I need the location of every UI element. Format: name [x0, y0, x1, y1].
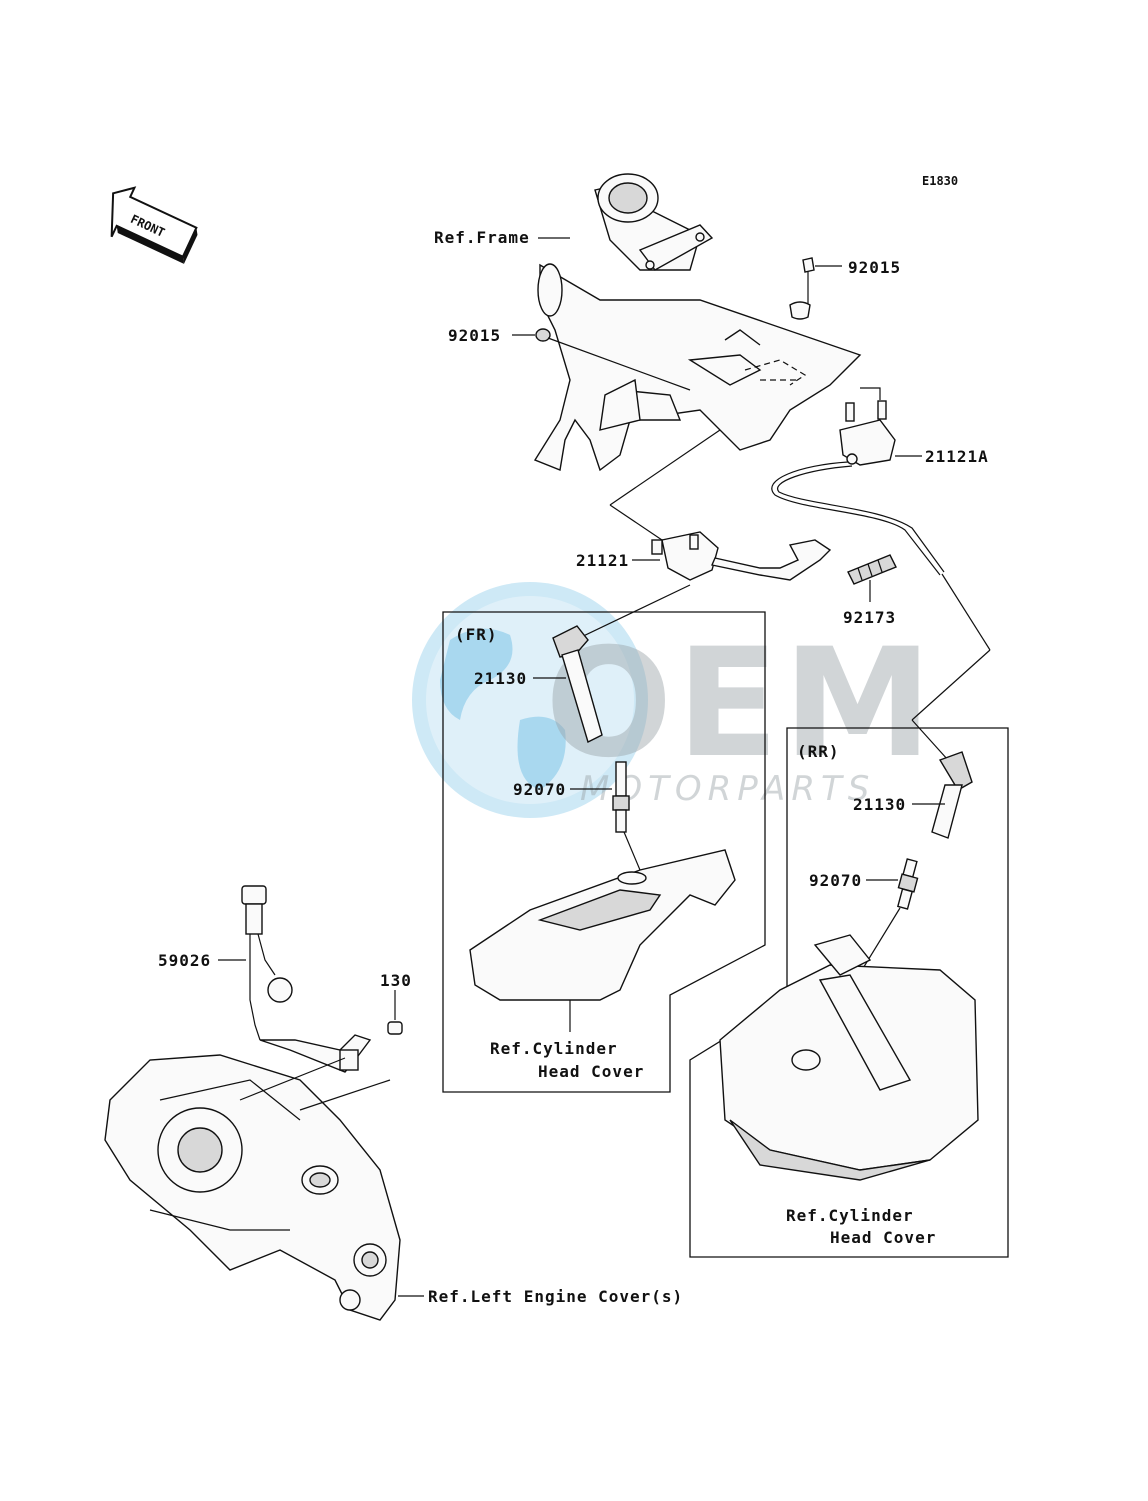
- label-92015-top: 92015: [848, 258, 901, 277]
- left-engine-cover: [104, 1054, 401, 1321]
- sensor-59026: [241, 885, 372, 1073]
- label-ref-cyl-fr-2: Head Cover: [538, 1062, 644, 1081]
- front-arrow-icon: FRONT: [110, 186, 198, 264]
- label-21130-fr: 21130: [474, 669, 527, 688]
- cylinder-head-cover-fr: [469, 849, 736, 1001]
- label-92070-fr: 92070: [513, 780, 566, 799]
- label-ref-cyl-rr-1: Ref.Cylinder: [786, 1206, 914, 1225]
- label-21121A: 21121A: [925, 447, 989, 466]
- label-92070-rr: 92070: [809, 871, 862, 890]
- label-fr: (FR): [455, 625, 498, 644]
- label-ref-cyl-rr-2: Head Cover: [830, 1228, 936, 1247]
- label-130: 130: [380, 971, 412, 990]
- plug-cap-21130-fr: [552, 625, 603, 743]
- diagram-code: E1830: [922, 174, 958, 188]
- label-59026: 59026: [158, 951, 211, 970]
- clamp-92173: [847, 554, 897, 585]
- grommet-92015-top: [802, 257, 815, 273]
- label-92173: 92173: [843, 608, 896, 627]
- plug-cap-21130-rr: [931, 751, 973, 839]
- label-rr: (RR): [797, 742, 840, 761]
- label-92015-left: 92015: [448, 326, 501, 345]
- label-ref-left-engine-cover: Ref.Left Engine Cover(s): [428, 1287, 683, 1306]
- ignition-coil-21121A: [839, 400, 896, 466]
- spark-plug-92070-rr: [896, 858, 919, 910]
- ignition-coil-21121: [651, 531, 832, 581]
- grommet-92015-left: [535, 328, 551, 342]
- label-21121: 21121: [576, 551, 629, 570]
- fr-frame: [442, 611, 766, 1093]
- bolt-130: [387, 1021, 403, 1035]
- watermark-globe-icon: [412, 582, 648, 818]
- spark-plug-92070-fr: [612, 761, 630, 833]
- watermark-logo: OEM: [545, 617, 936, 791]
- label-21130-rr: 21130: [853, 795, 906, 814]
- frame-part: [533, 173, 862, 472]
- label-ref-cyl-fr-1: Ref.Cylinder: [490, 1039, 618, 1058]
- cylinder-head-cover-rr: [719, 934, 979, 1181]
- label-ref-frame: Ref.Frame: [434, 228, 530, 247]
